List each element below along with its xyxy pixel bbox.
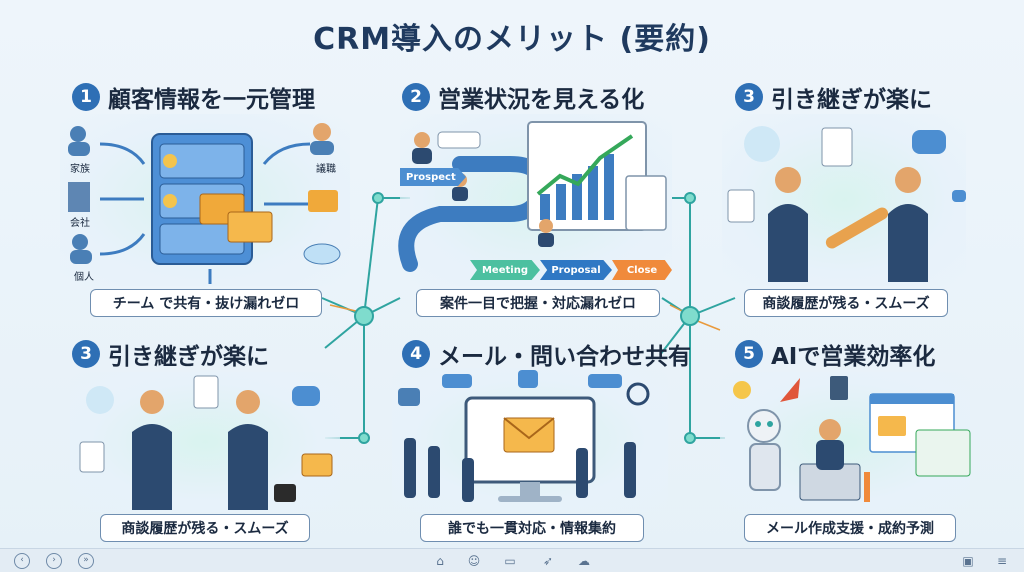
family-icon bbox=[70, 126, 86, 142]
handshake-icon bbox=[744, 126, 780, 162]
section-1-illustration: 家族 会社 個人 議職 bbox=[60, 114, 350, 286]
connector-network bbox=[321, 192, 736, 444]
section-heading-text: 顧客情報を一元管理 bbox=[108, 87, 315, 113]
company-icon bbox=[68, 182, 90, 212]
next-slide-icon[interactable]: › bbox=[46, 553, 62, 569]
briefcase-icon bbox=[274, 484, 296, 502]
section-4-caption: 誰でも一貫対応・情報集約 bbox=[420, 514, 644, 542]
section-2-heading: 2 営業状況を見える化 bbox=[402, 80, 644, 114]
section-5-illustration bbox=[720, 372, 971, 512]
section-3-caption: 商談履歴が残る・スムーズ bbox=[744, 289, 948, 317]
section-number-badge: 4 bbox=[402, 340, 430, 368]
label-individual: 個人 bbox=[74, 270, 94, 283]
previous-slide-icon[interactable]: ‹ bbox=[14, 553, 30, 569]
stage-prospect: Prospect bbox=[400, 168, 466, 186]
mail-icon bbox=[301, 453, 333, 477]
section-5-heading: 5 AIで営業効率化 bbox=[735, 337, 935, 371]
section-number-badge: 3 bbox=[72, 340, 100, 368]
document-icon bbox=[193, 375, 219, 409]
section-4-heading: 4 メール・問い合わせ共有 bbox=[402, 337, 691, 371]
last-slide-icon[interactable]: » bbox=[78, 553, 94, 569]
section-number-badge: 1 bbox=[72, 83, 100, 111]
headset-icon bbox=[626, 382, 650, 406]
checklist-icon bbox=[625, 175, 667, 231]
section-heading-text: AIで営業効率化 bbox=[771, 344, 936, 370]
comment-icon[interactable]: ▭ bbox=[504, 554, 516, 568]
calculator-icon bbox=[830, 376, 848, 400]
section-3b-heading: 3 引き継ぎが楽に bbox=[72, 337, 269, 371]
folder-icon-small bbox=[308, 190, 338, 212]
page-title: CRM導入のメリット (要約) bbox=[313, 22, 711, 57]
section-3-illustration bbox=[722, 114, 966, 286]
hub-node-left bbox=[354, 306, 374, 326]
section-5-caption: メール作成支援・成約予測 bbox=[744, 514, 956, 542]
chat-icon bbox=[912, 130, 946, 154]
data-window bbox=[915, 429, 971, 477]
section-1-caption: チーム で共有・抜け漏れゼロ bbox=[90, 289, 322, 317]
cloud-nav-icon[interactable]: ☁ bbox=[578, 554, 590, 568]
label-company: 会社 bbox=[70, 216, 90, 229]
chat-icon bbox=[292, 386, 320, 406]
section-3b-illustration bbox=[70, 372, 340, 512]
user-icon[interactable]: ☺ bbox=[467, 554, 481, 568]
section-3b-caption: 商談履歴が残る・スムーズ bbox=[100, 514, 310, 542]
section-2-illustration: Prospect Meeting Proposal Close bbox=[398, 114, 672, 286]
lightbulb-icon bbox=[733, 381, 751, 399]
presentation-toolbar: ‹ › » ⌂ ☺ ▭ ➶ ☁ ▣ ≡ bbox=[0, 548, 1024, 572]
home-icon[interactable]: ⌂ bbox=[436, 554, 444, 568]
individual-icon bbox=[72, 234, 88, 250]
rocket-icon bbox=[780, 378, 800, 402]
present-icon[interactable]: ▣ bbox=[962, 554, 974, 568]
label-family: 家族 bbox=[70, 162, 90, 175]
rocket-nav-icon[interactable]: ➶ bbox=[542, 554, 554, 568]
section-number-badge: 2 bbox=[402, 83, 430, 111]
section-3-heading: 3 引き継ぎが楽に bbox=[735, 80, 932, 114]
section-heading-text: 引き継ぎが楽に bbox=[108, 344, 269, 370]
stage-close: Close bbox=[612, 260, 672, 280]
baton-icon bbox=[825, 207, 889, 249]
section-number-badge: 5 bbox=[735, 340, 763, 368]
robot-icon bbox=[747, 409, 781, 443]
person-icon bbox=[313, 123, 331, 141]
section-heading-text: 営業状況を見える化 bbox=[438, 87, 645, 113]
section-4-illustration bbox=[392, 368, 668, 512]
label-memo: 議職 bbox=[316, 162, 336, 175]
stage-meeting: Meeting bbox=[470, 260, 540, 280]
slide: CRM導入のメリット (要約) bbox=[60, 22, 971, 542]
mailbox-icon bbox=[398, 388, 420, 406]
hub-node-right bbox=[680, 306, 700, 326]
section-number-badge: 3 bbox=[735, 83, 763, 111]
section-heading-text: メール・問い合わせ共有 bbox=[438, 344, 691, 370]
cloud-icon bbox=[303, 243, 341, 265]
section-1-heading: 1 顧客情報を一元管理 bbox=[72, 80, 315, 114]
document-icon bbox=[821, 127, 853, 167]
stage-proposal: Proposal bbox=[540, 260, 612, 280]
section-heading-text: 引き継ぎが楽に bbox=[771, 87, 932, 113]
section-2-caption: 案件一目で把握・対応漏れゼロ bbox=[416, 289, 660, 317]
menu-icon[interactable]: ≡ bbox=[996, 554, 1008, 568]
mail-icon bbox=[503, 417, 555, 453]
handshake-icon bbox=[86, 386, 114, 414]
